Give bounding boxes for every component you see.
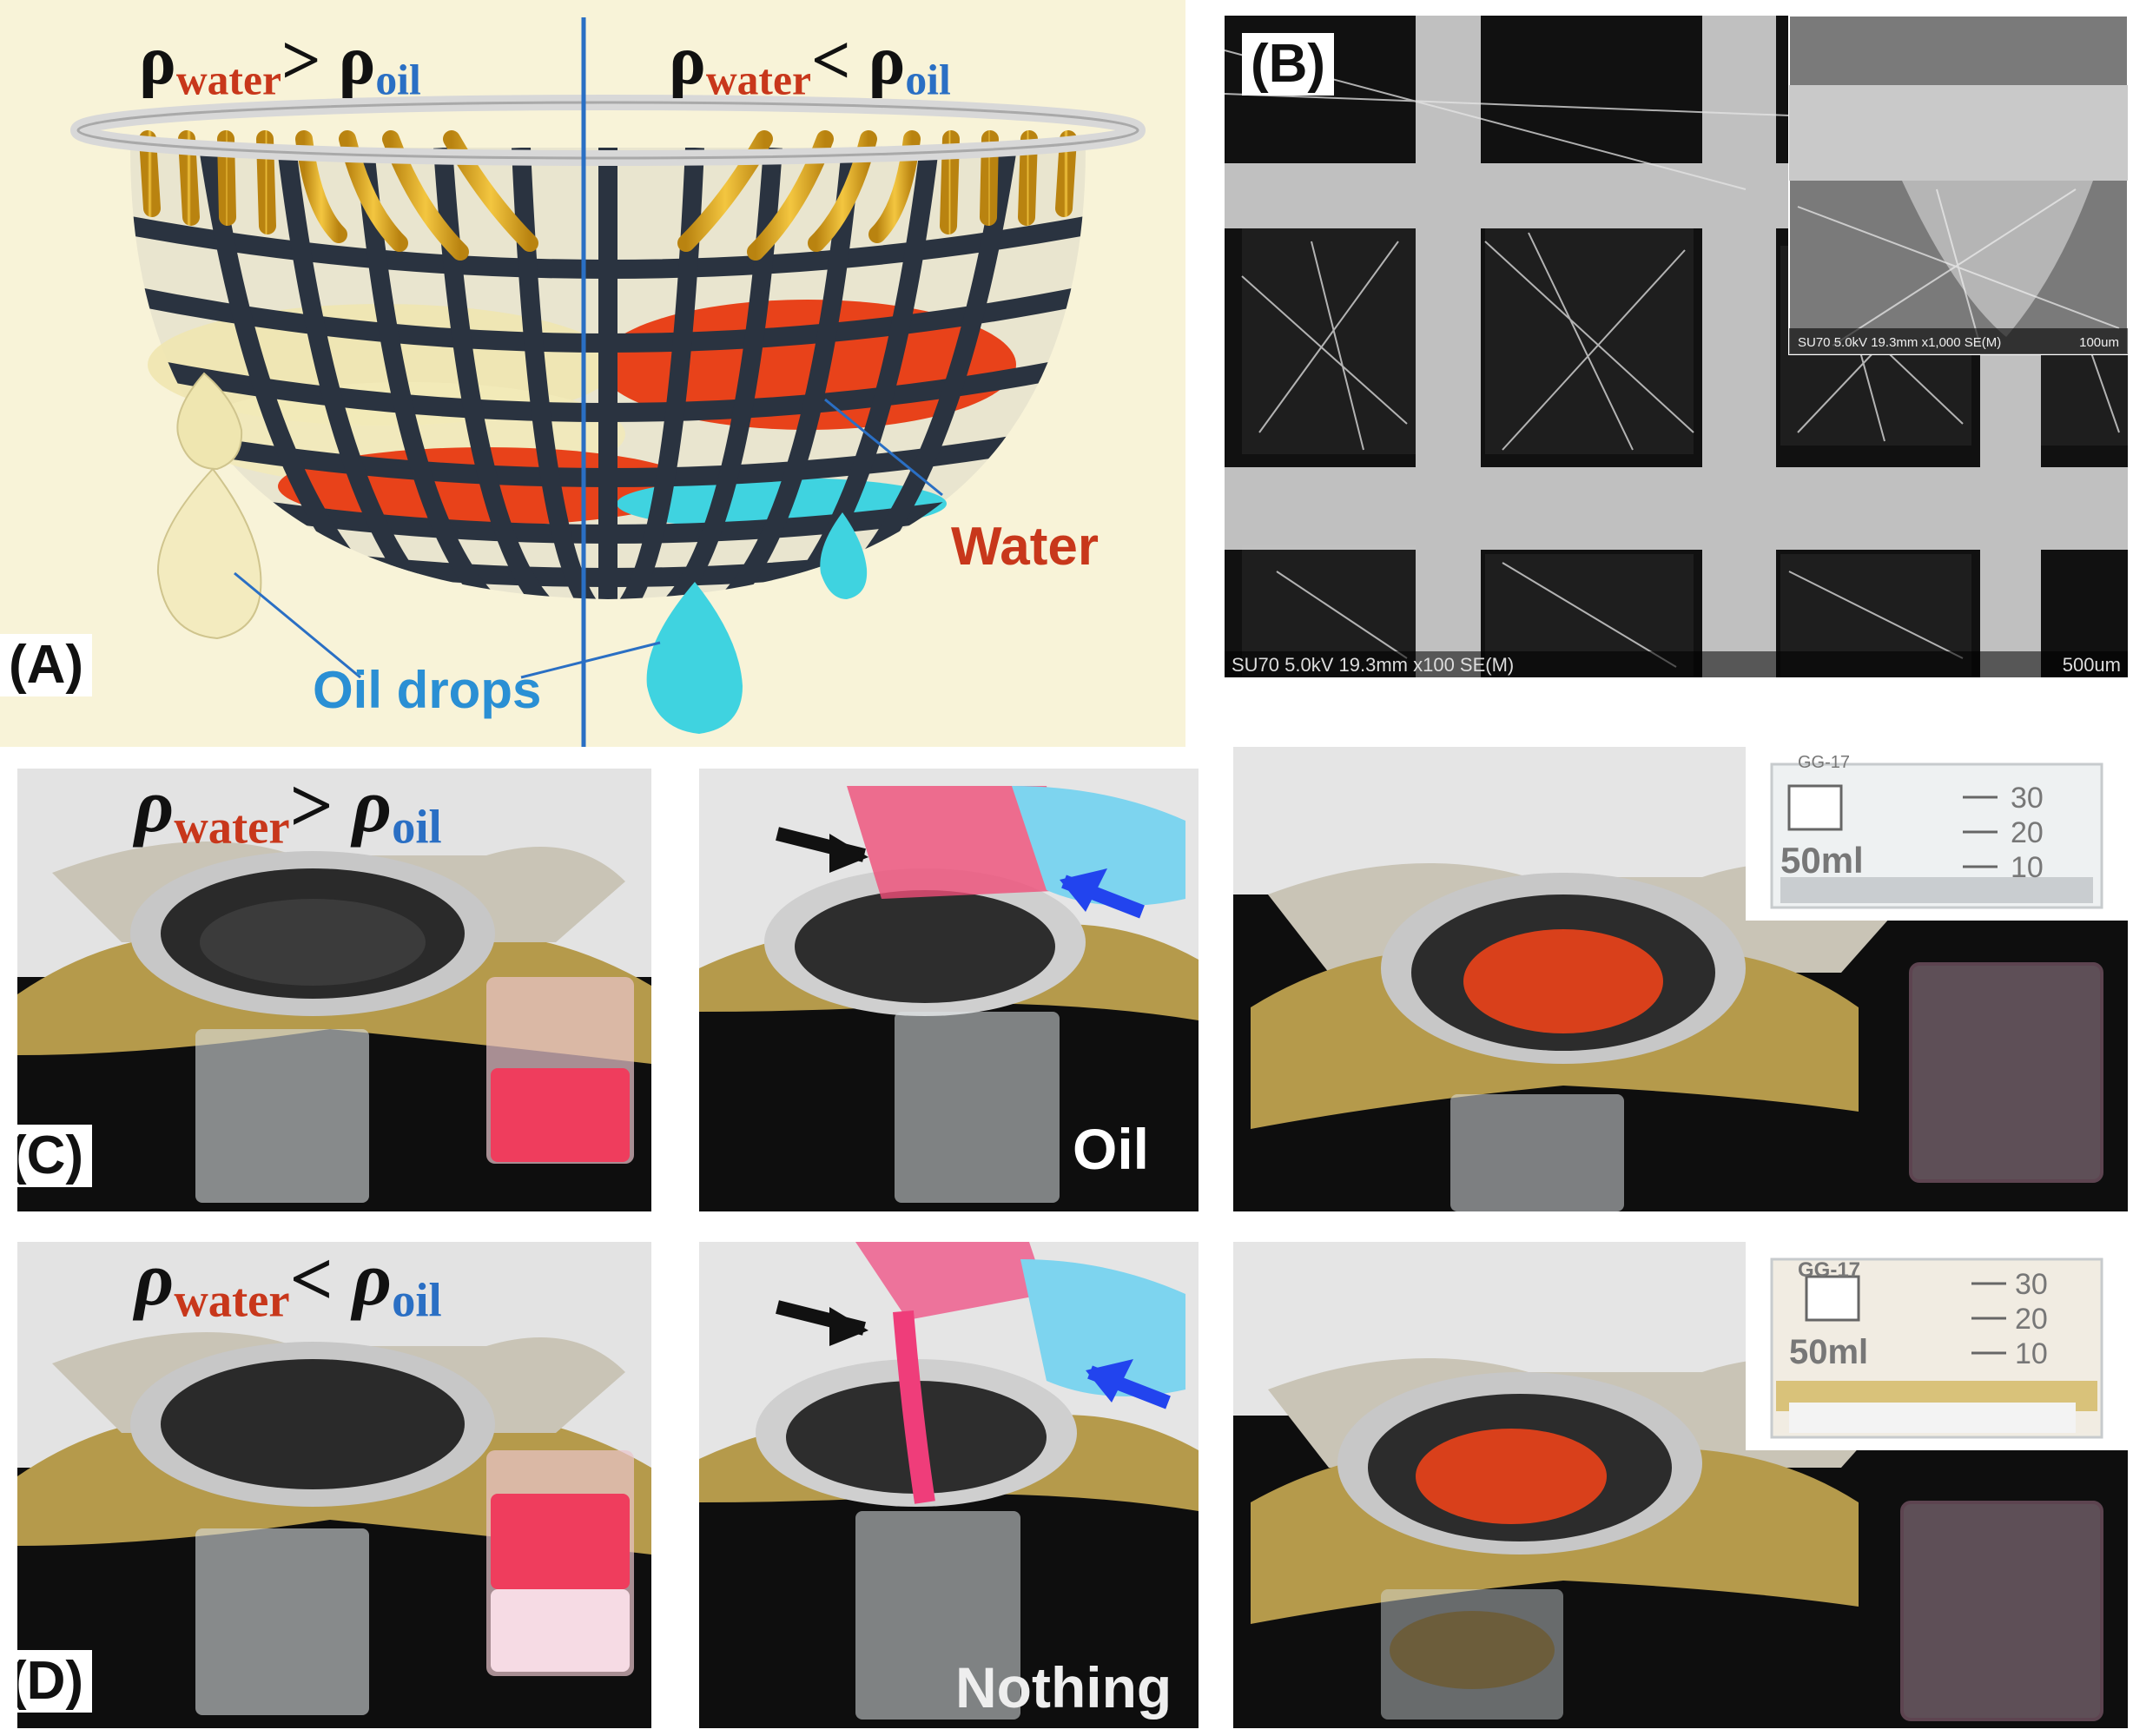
panel-a-schematic: Water Oil drops ρwater> ρoil ρwater< ρoi… (0, 0, 1185, 747)
beaker-mark-c-10: 10 (2011, 851, 2044, 884)
mesh-basket-illustration: Water Oil drops (70, 17, 1146, 747)
panel-label-b: (B) (1242, 33, 1335, 96)
beaker-mark-c-20: 20 (2011, 816, 2044, 849)
retained-water-d (1416, 1429, 1607, 1524)
photo-d3-illustration: GG-17 50ml 30 20 10 (1233, 1242, 2128, 1728)
filtrate-label-nothing: Nothing (955, 1655, 1172, 1719)
sem-mesh-micrograph: SU70 5.0kV 19.3mm x1,000 SE(M) 100um SU7… (1225, 16, 2128, 677)
sem-footer: SU70 5.0kV 19.3mm x100 SE(M) (1232, 654, 1514, 676)
density-label-d: ρwater< ρoil (135, 1242, 442, 1327)
mesh-grid (130, 148, 1086, 599)
photo-d2-illustration (699, 1242, 1199, 1728)
panel-label-d: (D) (17, 1650, 93, 1713)
beaker-volume-d: 50ml (1789, 1333, 1868, 1371)
oil-drop-right-2 (646, 582, 743, 734)
oil-drop-left-1 (176, 372, 243, 471)
beaker-brand-c: GG-17 (1798, 753, 1850, 772)
water-label: Water (951, 517, 1099, 577)
photo-d2-pouring: Nothing (699, 1242, 1199, 1728)
sem-scale-bar: 500um (2063, 654, 2121, 676)
oil-leader-line-right (520, 641, 661, 679)
density-label-a-right: ρwater< ρoil (669, 23, 951, 104)
density-label-c: ρwater> ρoil (135, 769, 442, 854)
oil-leader-line-left (234, 571, 361, 679)
panel-label-a: (A) (0, 634, 93, 697)
oil-drop-left-2 (156, 467, 262, 640)
photo-c3-illustration: GG-17 50ml 30 20 10 (1233, 747, 2128, 1211)
photo-d1-setup: ρwater< ρoil (D) (17, 1242, 651, 1728)
beaker-mark-c-30: 30 (2011, 782, 2044, 815)
beaker-mark-d-20: 20 (2015, 1303, 2048, 1336)
oil-drop-right-1 (820, 512, 868, 599)
density-label-a-left: ρwater> ρoil (139, 23, 421, 104)
photo-c1-setup: ρwater> ρoil (C) (17, 769, 651, 1211)
sem-inset-scale: 100um (2079, 335, 2119, 350)
photo-c3-result: GG-17 50ml 30 20 10 (1233, 747, 2128, 1211)
photo-d3-result: GG-17 50ml 30 20 10 (1233, 1242, 2128, 1728)
beaker-brand-d: GG-17 (1798, 1258, 1860, 1282)
photo-c2-pouring: Oil (699, 769, 1199, 1211)
beaker-mark-d-10: 10 (2015, 1337, 2048, 1370)
retained-water (1463, 929, 1663, 1033)
panel-b-sem-image: SU70 5.0kV 19.3mm x1,000 SE(M) 100um SU7… (1225, 16, 2128, 677)
photo-c1-illustration (17, 842, 651, 1211)
sem-inset-footer: SU70 5.0kV 19.3mm x1,000 SE(M) (1798, 335, 2001, 350)
oil-drops-label: Oil drops (313, 661, 541, 719)
water-leader-line (824, 398, 943, 497)
filtrate-label-oil: Oil (1073, 1117, 1150, 1181)
photo-d1-illustration (17, 1332, 651, 1728)
panel-label-c: (C) (17, 1125, 93, 1188)
beaker-volume-c: 50ml (1780, 840, 1864, 881)
beaker-mark-d-30: 30 (2015, 1268, 2048, 1301)
photo-c2-illustration (699, 786, 1199, 1211)
